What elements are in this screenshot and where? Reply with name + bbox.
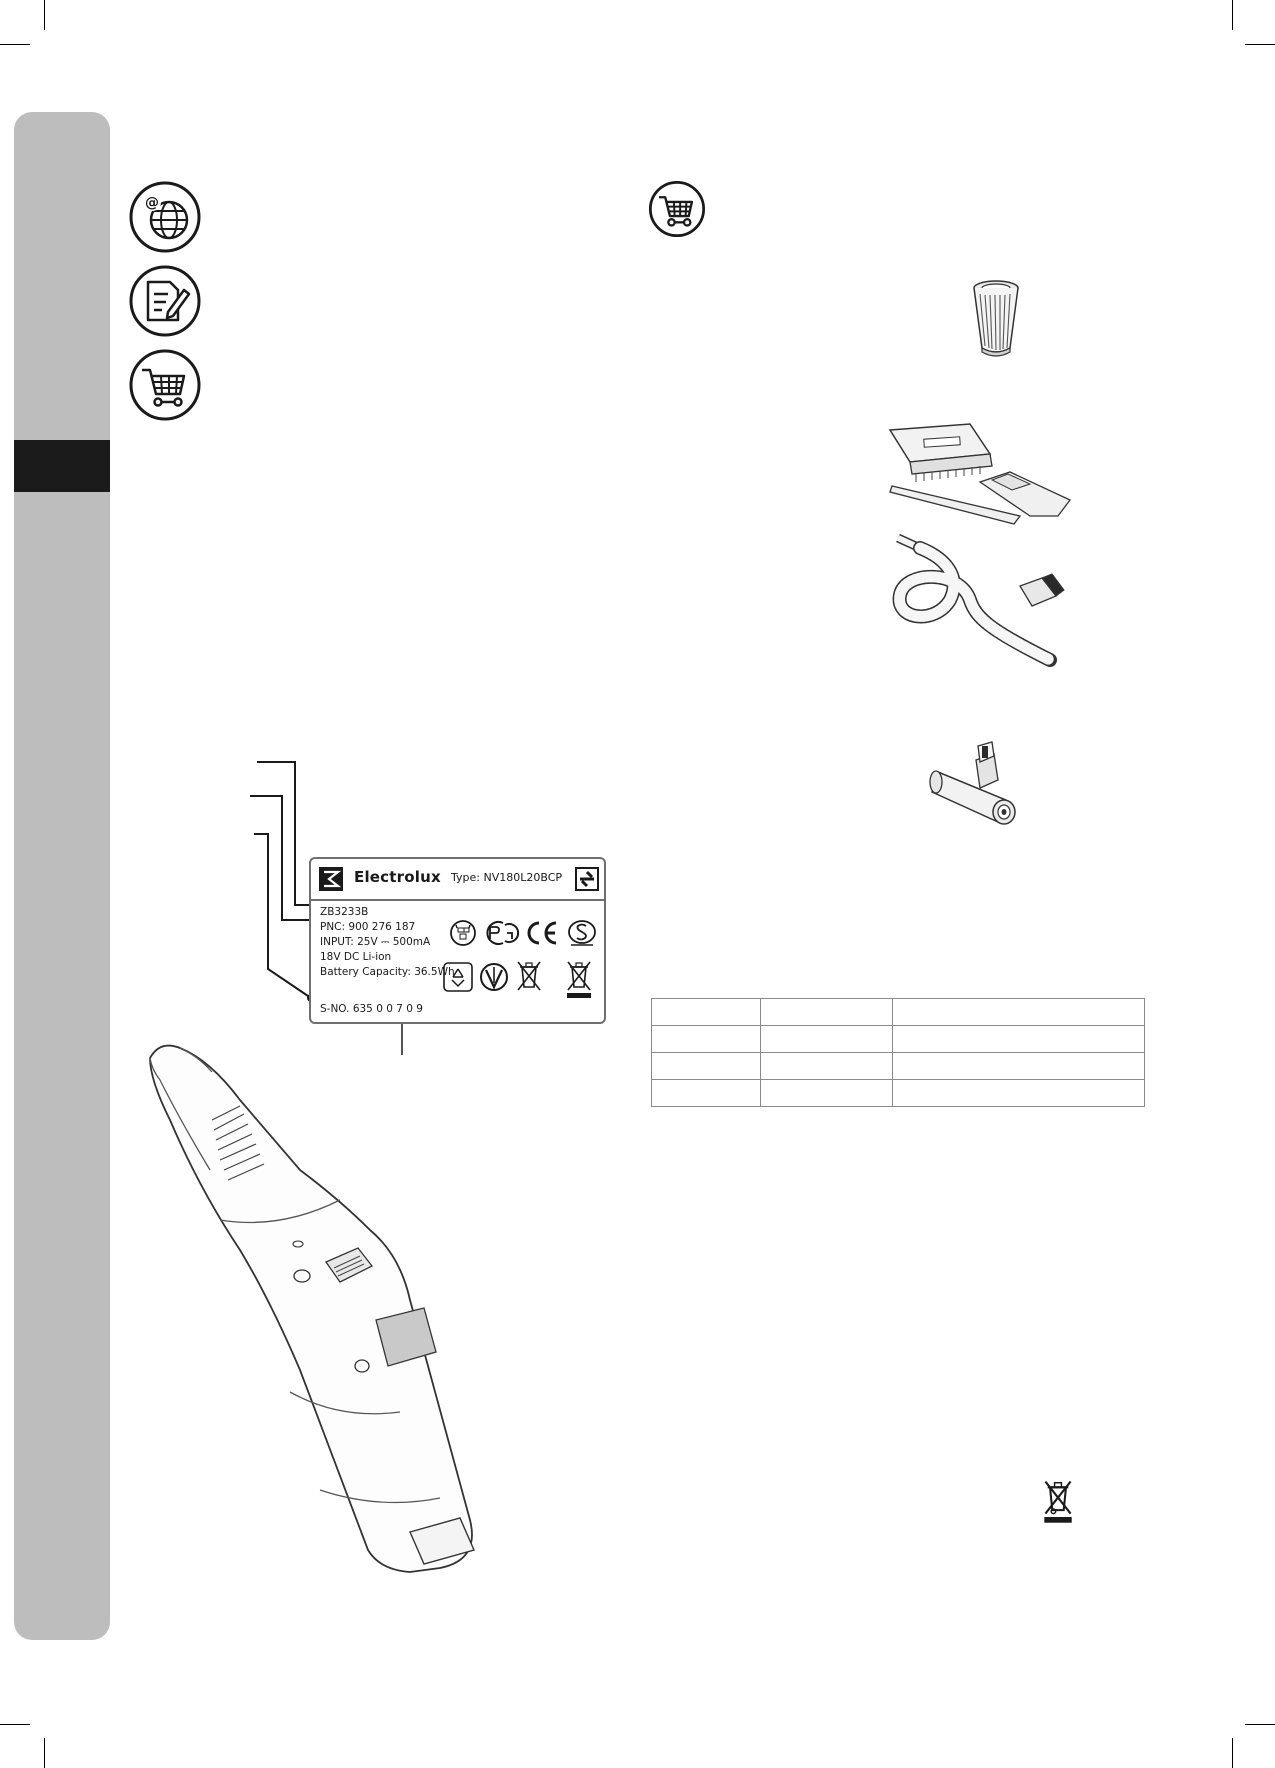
pnc-number: PNC: 900 276 187 bbox=[320, 921, 416, 933]
specification-table bbox=[651, 998, 1145, 1107]
table-cell bbox=[759, 1052, 894, 1080]
input-rating: INPUT: 25V ⎓ 500mA bbox=[320, 936, 431, 948]
table-cell bbox=[892, 1079, 1145, 1107]
leader-lines bbox=[250, 761, 403, 1055]
shopping-cart-icon bbox=[648, 180, 706, 238]
table-cell bbox=[651, 1025, 761, 1053]
table-cell bbox=[651, 1052, 761, 1080]
shopping-cart-icon bbox=[129, 349, 201, 421]
crop-mark bbox=[1232, 0, 1233, 30]
table-cell bbox=[759, 998, 894, 1026]
globe-icon: @ bbox=[129, 181, 201, 253]
filter-illustration bbox=[973, 280, 1019, 357]
table-cell bbox=[892, 998, 1145, 1026]
brand-name: Electrolux bbox=[354, 868, 441, 886]
handheld-vacuum-illustration bbox=[149, 1044, 475, 1573]
crop-mark bbox=[1245, 44, 1275, 45]
weee-bin-bar-icon bbox=[567, 961, 591, 998]
accessories-illustration bbox=[888, 423, 1072, 667]
table-cell bbox=[651, 1079, 761, 1107]
ce-mark-icon bbox=[527, 921, 557, 945]
table-row bbox=[651, 1079, 1145, 1107]
table-cell bbox=[892, 1025, 1145, 1053]
v-mark-icon bbox=[480, 963, 508, 991]
recycle-icon bbox=[443, 962, 473, 992]
table-cell bbox=[651, 998, 761, 1026]
type-number: Type: NV180L20BCP bbox=[451, 871, 563, 884]
document-edit-icon bbox=[129, 265, 201, 337]
table-row bbox=[651, 1025, 1145, 1053]
rating-plate: Electrolux Type: NV180L20BCP ZB3233B PNC… bbox=[309, 857, 606, 1024]
table-cell bbox=[892, 1052, 1145, 1080]
crop-mark bbox=[0, 44, 30, 45]
electrolux-logo-icon bbox=[319, 867, 343, 891]
pse-mark-icon bbox=[450, 920, 476, 946]
crop-mark bbox=[1232, 1738, 1233, 1768]
table-cell bbox=[759, 1079, 894, 1107]
pct-mark-icon bbox=[486, 921, 519, 945]
table-row bbox=[651, 1052, 1145, 1080]
crop-mark bbox=[0, 1724, 30, 1725]
sidebar-section-tab bbox=[14, 440, 110, 492]
turbo-nozzle-illustration bbox=[929, 741, 1016, 825]
table-row bbox=[651, 998, 1145, 1026]
weee-bin-icon bbox=[517, 961, 541, 991]
rating-plate-header: Electrolux Type: NV180L20BCP bbox=[311, 859, 604, 901]
crop-mark bbox=[44, 1738, 45, 1768]
table-cell bbox=[759, 1025, 894, 1053]
s-mark-icon bbox=[568, 920, 596, 946]
serial-number: S-NO. 635 0 0 7 0 9 bbox=[320, 1003, 423, 1015]
crop-mark bbox=[44, 0, 45, 30]
rating-plate-specs: ZB3233B PNC: 900 276 187 INPUT: 25V ⎓ 50… bbox=[320, 905, 455, 980]
product-mark-icon bbox=[575, 867, 599, 891]
sidebar bbox=[14, 112, 110, 1640]
battery-type: 18V DC Li-ion bbox=[320, 951, 392, 963]
battery-capacity: Battery Capacity: 36.5Wh bbox=[320, 966, 455, 978]
weee-bin-bar-icon bbox=[1044, 1480, 1072, 1523]
svg-text:@: @ bbox=[145, 195, 159, 211]
model-code: ZB3233B bbox=[320, 906, 369, 918]
crop-mark bbox=[1245, 1724, 1275, 1725]
